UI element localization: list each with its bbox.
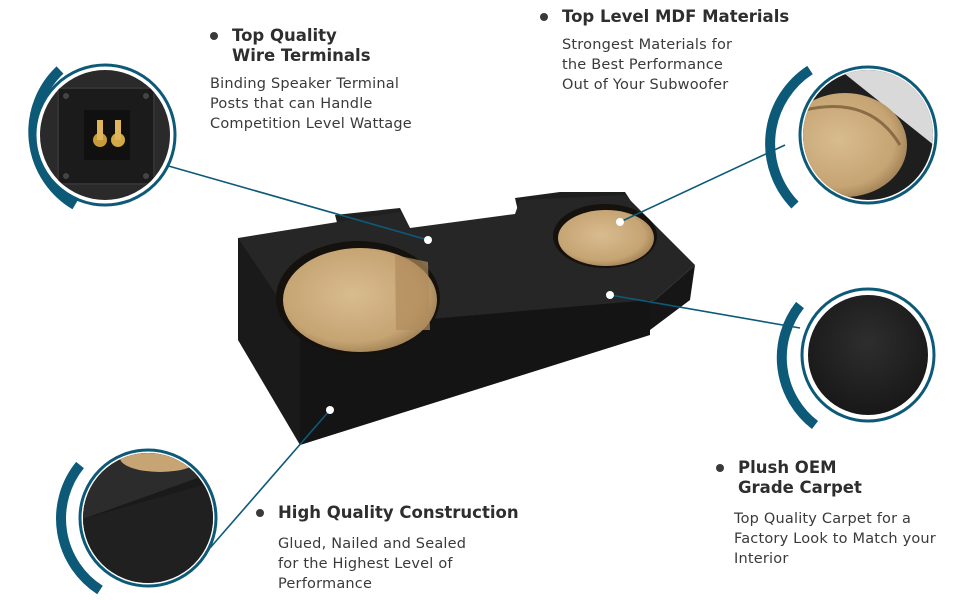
- feature-description: Binding Speaker Terminal Posts that can …: [210, 76, 412, 132]
- feature-wire-terminals: Top Quality Wire Terminals Binding Speak…: [210, 26, 470, 134]
- bullet-icon: [210, 32, 218, 40]
- carpet-pointer-dot: [606, 291, 614, 299]
- mdf-pointer-dot: [616, 218, 624, 226]
- terminal-zoom-circle: [28, 63, 177, 210]
- feature-description: Strongest Materials for the Best Perform…: [562, 37, 733, 93]
- feature-construction: High Quality Construction Glued, Nailed …: [256, 503, 546, 594]
- subwoofer-box: [238, 192, 695, 445]
- feature-mdf-materials: Top Level MDF Materials Strongest Materi…: [540, 7, 820, 95]
- carpet-zoom-circle: [776, 287, 936, 429]
- mdf-zoom-circle: [765, 65, 938, 209]
- bullet-icon: [256, 509, 264, 517]
- feature-title: Plush OEM Grade Carpet: [716, 458, 968, 498]
- terminal-pointer-dot: [424, 236, 432, 244]
- bullet-icon: [716, 464, 724, 472]
- construction-zoom-circle: [56, 448, 218, 595]
- feature-description: Glued, Nailed and Sealed for the Highest…: [278, 536, 467, 592]
- feature-title: Top Quality Wire Terminals: [210, 26, 470, 66]
- construction-pointer-dot: [326, 406, 334, 414]
- feature-title: High Quality Construction: [256, 503, 546, 523]
- feature-carpet: Plush OEM Grade Carpet Top Quality Carpe…: [716, 458, 968, 569]
- feature-description: Top Quality Carpet for a Factory Look to…: [734, 511, 936, 567]
- connector-lines: [164, 144, 801, 549]
- feature-title: Top Level MDF Materials: [540, 7, 820, 27]
- bullet-icon: [540, 13, 548, 21]
